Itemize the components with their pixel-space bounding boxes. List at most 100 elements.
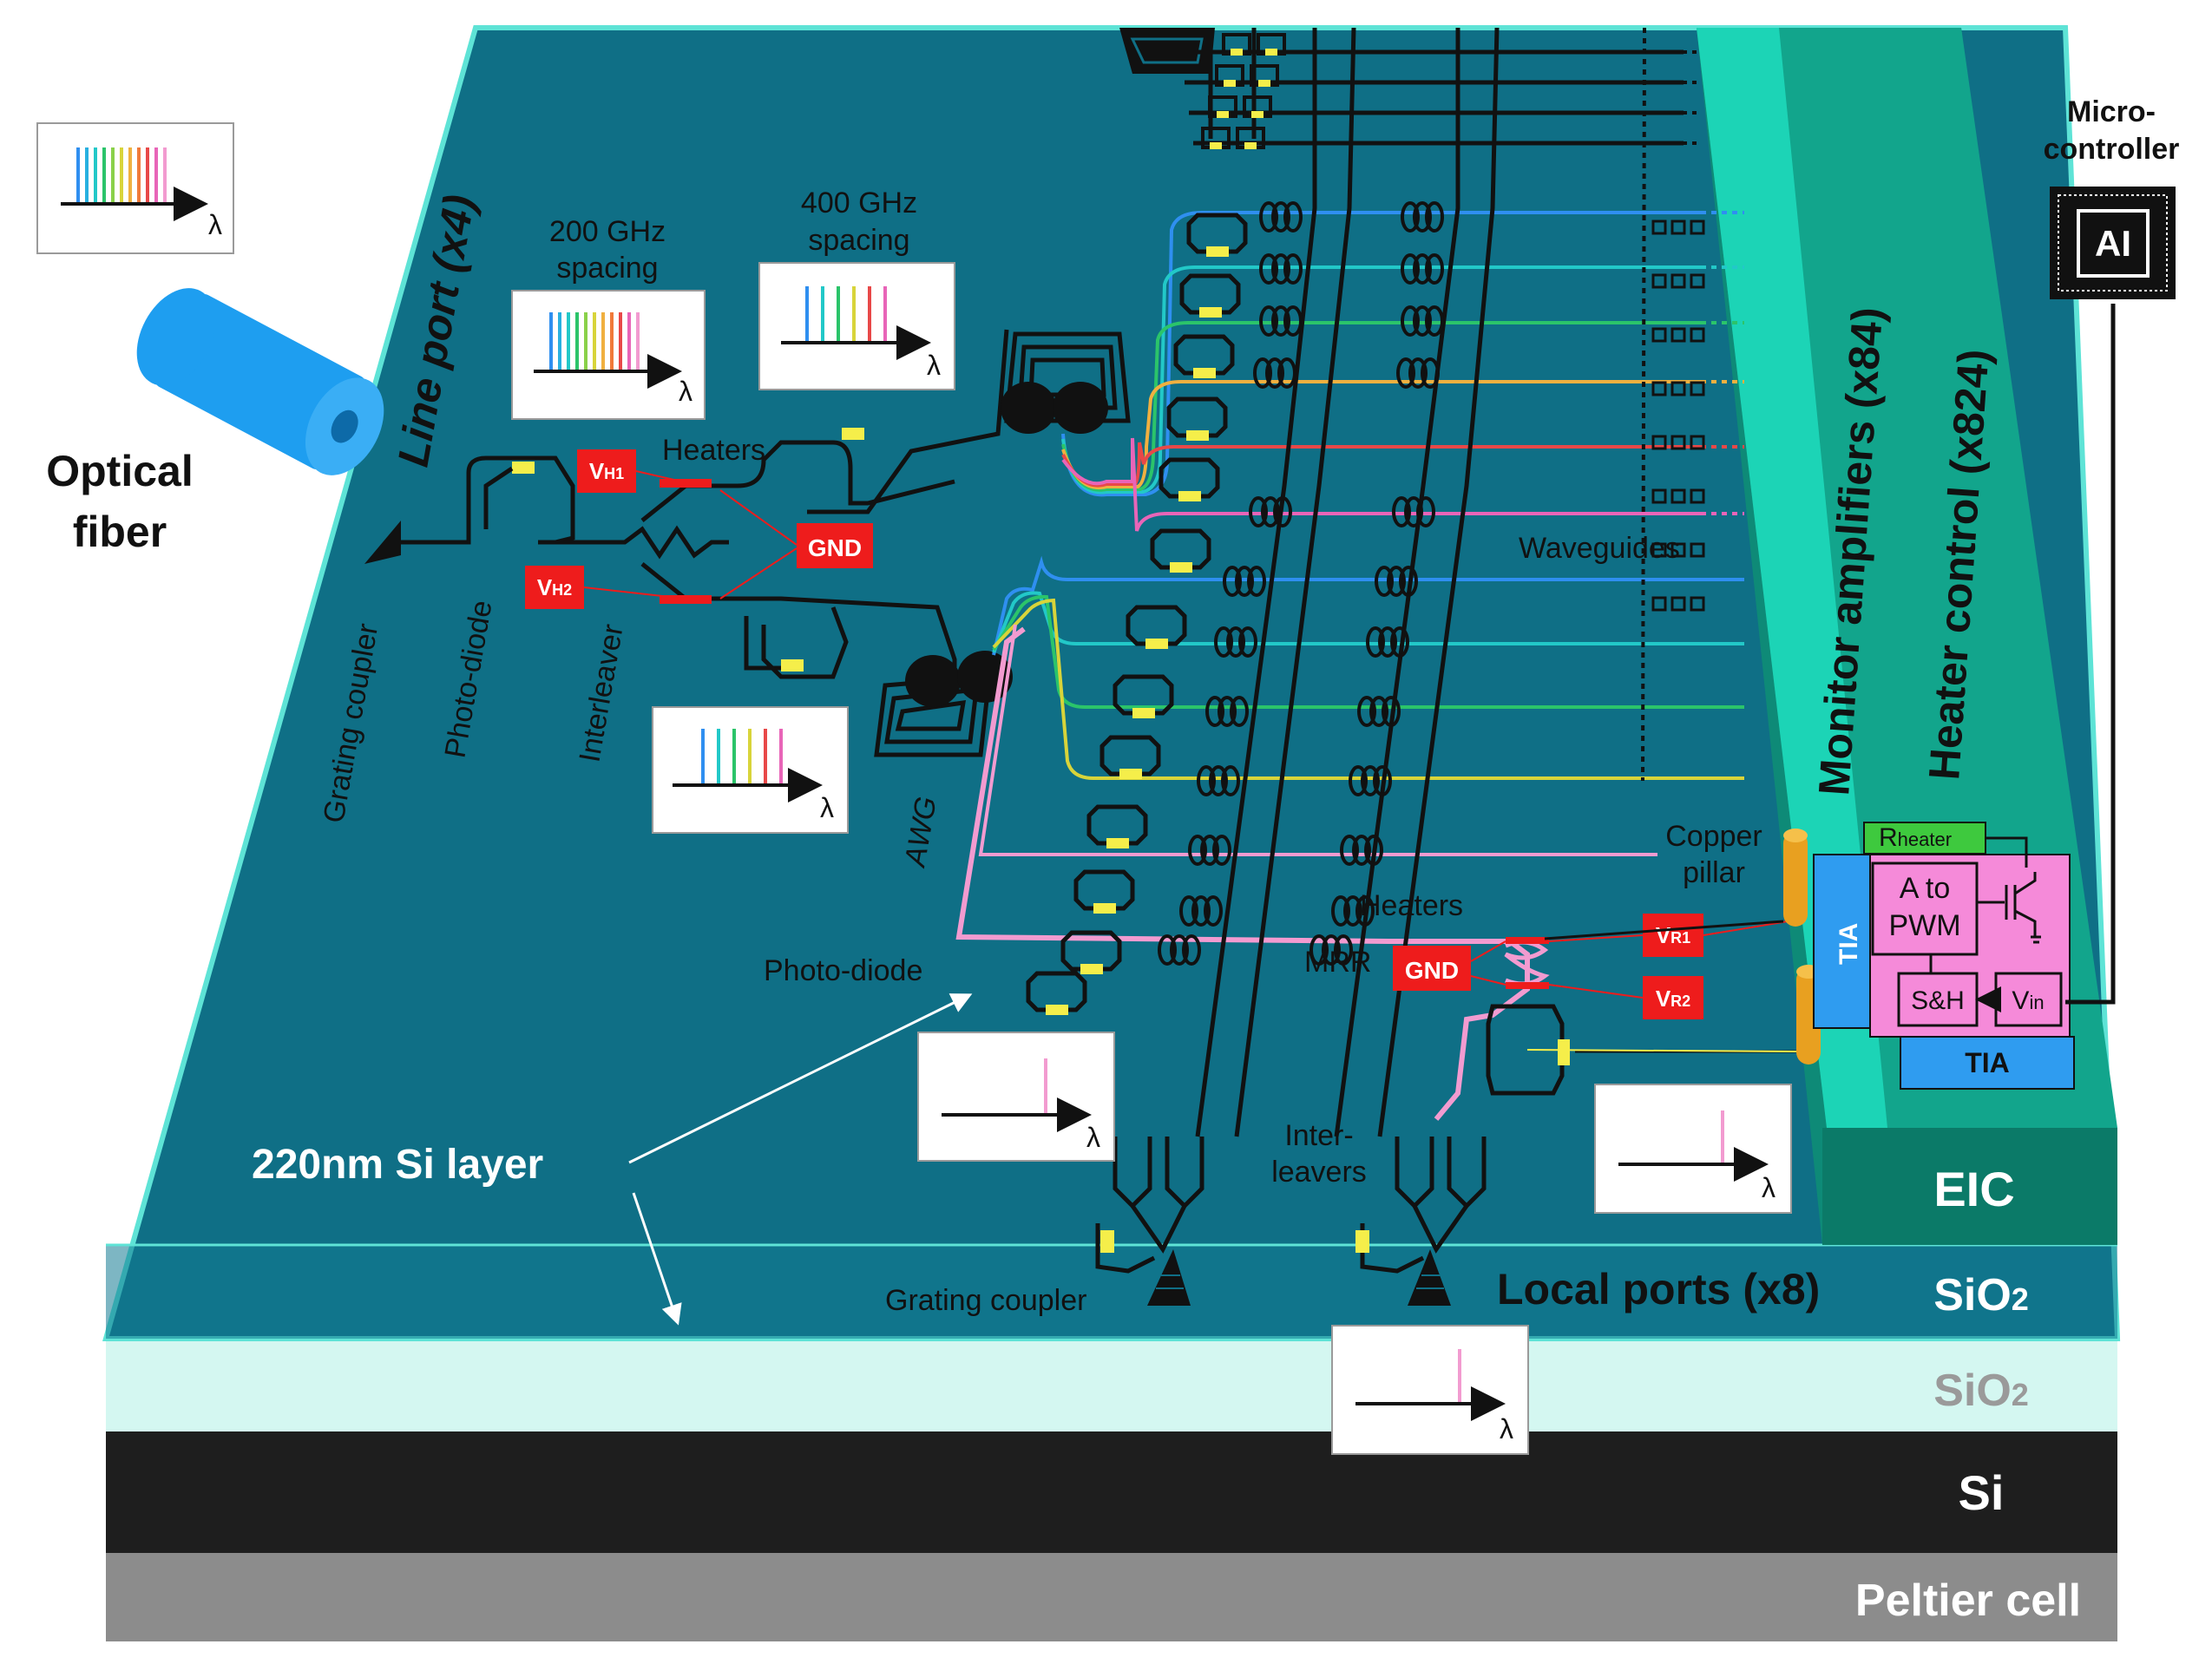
lambda-label: λ	[927, 350, 941, 381]
copper-pillar-label-2: pillar	[1683, 856, 1745, 889]
peltier-layer	[106, 1553, 2117, 1641]
coil-resonator	[1331, 895, 1375, 927]
photodiode-pad	[1558, 1039, 1570, 1065]
photodiode-box	[1113, 674, 1174, 718]
heater-wires	[583, 470, 798, 599]
coil-resonator	[1179, 895, 1223, 927]
photodiode-box	[1086, 804, 1148, 848]
coil-resonator-small	[1651, 435, 1705, 450]
photodiode-top-rows	[1201, 33, 1286, 149]
heaters-label-bottom: Heaters	[1360, 889, 1463, 922]
coil-resonator	[1223, 566, 1266, 597]
photodiode-box	[1186, 213, 1248, 257]
photodiode-box	[1179, 273, 1241, 318]
coil-resonator	[1340, 835, 1383, 866]
local-ports-label: Local ports (x8)	[1497, 1265, 1820, 1314]
coil-resonator	[1259, 305, 1303, 337]
coil-resonator	[1253, 357, 1296, 389]
si-layer-arrow-2	[632, 1192, 682, 1326]
vin-block	[1994, 972, 2063, 1027]
optical-fiber-icon	[136, 288, 384, 475]
heater-bar-bottom	[660, 595, 712, 604]
gnd-pad-top: GND	[797, 523, 873, 568]
waveguides-label: Waveguides	[1519, 532, 1680, 565]
microcontroller-label-2: controller	[2044, 133, 2180, 166]
bus-waveguides	[1180, 27, 1684, 1137]
svg-text:VH2: VH2	[537, 574, 572, 600]
coil-resonator	[1259, 253, 1303, 285]
eic-front-face	[1822, 1128, 2117, 1245]
spectrum-box-400ghz-upper: λ	[758, 262, 955, 390]
spectrum-box-drop: λ	[917, 1032, 1115, 1162]
tia-block-vertical	[1813, 854, 1880, 1029]
photodiode-small	[1201, 127, 1231, 149]
sio2-bottom-label: SiO2	[1933, 1366, 2029, 1416]
vr2-subscript: R2	[1670, 993, 1690, 1010]
rheater-label: Rheater	[1879, 823, 1952, 852]
dotted-extensions	[1640, 27, 1697, 782]
lambda-label: λ	[1500, 1413, 1513, 1445]
sio2-top-sub: 2	[2012, 1281, 2029, 1317]
vr1-label: V	[1656, 922, 1671, 948]
spectrum-box-200ghz: λ	[511, 290, 706, 420]
coil-resonator	[1357, 696, 1401, 727]
photodiode-box	[1073, 869, 1135, 914]
sh-block	[1897, 972, 1979, 1027]
line-port-circuit	[364, 329, 1009, 694]
eic-top-highlight	[1697, 28, 1887, 1128]
coil-resonator	[1396, 357, 1440, 389]
svg-text:VR2: VR2	[1656, 986, 1690, 1012]
photodiode-small	[1215, 64, 1244, 87]
lambda-label: λ	[1086, 1122, 1100, 1153]
mrr-label: MRR	[1304, 946, 1371, 979]
lambda-label: λ	[820, 792, 834, 823]
coil-resonator	[1401, 305, 1444, 337]
vin-main: V	[2012, 986, 2029, 1015]
spacing-400-label-1: 400 GHz	[801, 187, 917, 219]
sio2-top-label: SiO2	[1933, 1270, 2029, 1320]
spectrum-box-local: λ	[1331, 1325, 1529, 1455]
coil-resonator-small	[1651, 542, 1705, 558]
spectrum-box-right: λ	[1594, 1084, 1792, 1214]
gnd-label: GND	[1405, 957, 1459, 984]
tia-vertical-label: TIA	[1835, 923, 1863, 965]
photodiode-small	[1208, 95, 1237, 118]
pink-waveguide-mid	[978, 624, 1657, 856]
copper-pillar-upper	[1783, 829, 1808, 927]
photodiode-pad	[512, 462, 535, 474]
coil-resonator-small	[1651, 596, 1705, 612]
mrr-assembly	[1504, 937, 1550, 989]
coil-resonator	[1309, 934, 1353, 966]
eic-label: EIC	[1933, 1162, 2014, 1216]
coil-resonator-small	[1651, 488, 1705, 504]
vr1-subscript: R1	[1670, 929, 1690, 947]
grating-coupler-line	[364, 521, 401, 564]
spacing-200-label-2: spacing	[556, 252, 658, 285]
coil-resonator	[1401, 253, 1444, 285]
lambda-label: λ	[208, 209, 222, 240]
rheater-sub: heater	[1898, 829, 1952, 850]
photodiode-pad	[1100, 1230, 1114, 1253]
coil-resonator	[1401, 201, 1444, 233]
si-substrate-layer	[106, 1431, 2117, 1553]
photodiode-box	[1126, 605, 1187, 649]
a-to-pwm-block	[1871, 861, 1979, 956]
vr2-pad: VR2	[1643, 976, 1703, 1019]
vin-sub: in	[2029, 992, 2044, 1013]
photodiode-pad	[842, 428, 864, 440]
sio2-top-main: SiO	[1933, 1270, 2012, 1320]
lambda-label: λ	[679, 376, 692, 407]
coil-resonator	[1158, 934, 1201, 966]
spacing-200-label-1: 200 GHz	[549, 215, 666, 248]
transistor-symbol	[1977, 872, 2041, 944]
si-label: Si	[1959, 1465, 2005, 1520]
tia-block-bottom	[1900, 1036, 2075, 1090]
optical-fiber-label-2: fiber	[73, 508, 167, 556]
grating-teeth	[1156, 1274, 1444, 1289]
photo-diode-label: Photo-diode	[764, 954, 922, 987]
bottom-interleavers	[1095, 1137, 1487, 1274]
si-layer-label: 220nm Si layer	[252, 1142, 543, 1188]
gnd-label: GND	[808, 534, 862, 561]
rheater-block	[1863, 822, 1986, 855]
